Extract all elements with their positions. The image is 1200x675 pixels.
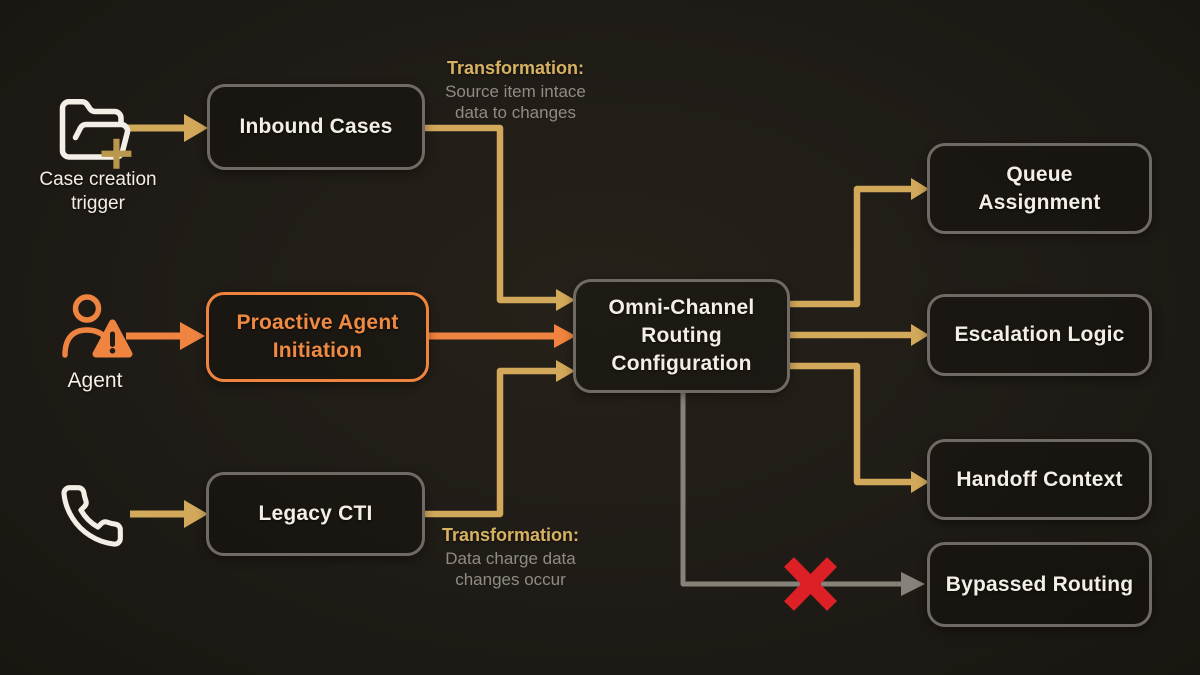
edge-phone-to-legacy [130,500,208,528]
node-queue-assignment: Queue Assignment [927,143,1152,234]
transformation-body: Data charge data changes occur [445,549,576,589]
user-warning-icon [62,294,133,358]
edge-inbound-to-omni [425,124,575,311]
node-handoff-context: Handoff Context [927,439,1152,520]
transformation-annotation-top: Transformation: Source item intace data … [413,58,618,123]
node-omni-channel-routing-configuration: Omni-Channel Routing Configuration [573,279,790,393]
blocked-x-icon [783,557,838,611]
node-legacy-cti: Legacy CTI [206,472,425,556]
phone-icon [61,485,123,547]
transformation-annotation-bottom: Transformation: Data charge data changes… [408,525,613,590]
transformation-title: Transformation: [441,525,579,545]
node-bypassed-routing: Bypassed Routing [927,542,1152,627]
node-inbound-cases: Inbound Cases [207,84,425,170]
node-escalation-logic: Escalation Logic [927,294,1152,376]
case-creation-trigger-label: Case creation trigger [39,169,157,215]
edge-omni-to-handoff [790,362,929,493]
edge-agent-to-proactive [126,322,205,350]
edge-omni-to-queue [790,178,929,308]
node-proactive-agent-initiation: Proactive Agent Initiation [206,292,429,382]
edge-case-trigger-to-inbound [128,114,208,142]
agent-label: Agent [67,369,123,392]
transformation-body: Source item intace data to changes [445,82,586,122]
transformation-title: Transformation: [446,58,584,78]
folder-plus-icon [59,98,132,169]
edge-omni-to-bypassed [680,393,925,596]
edge-omni-to-escalation [790,324,929,346]
edge-proactive-to-omni [429,324,576,348]
edge-legacy-to-omni [425,360,575,518]
